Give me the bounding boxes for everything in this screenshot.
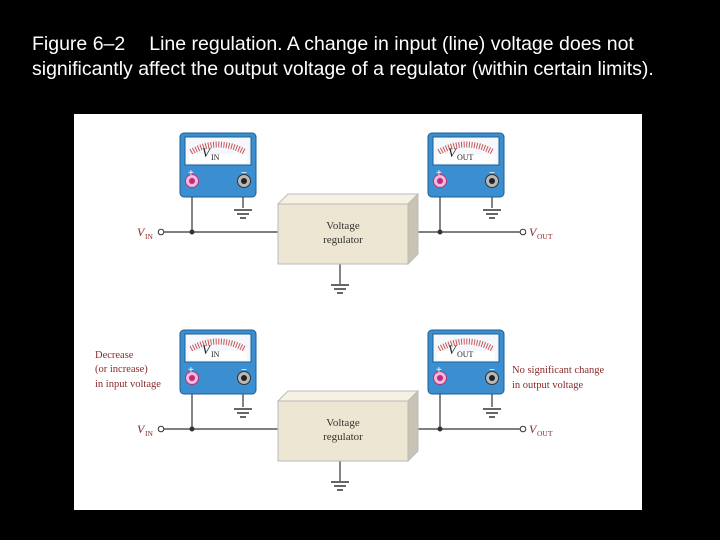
figure-number: Figure 6–2: [32, 33, 126, 55]
regulator-label-line1: Voltage: [326, 220, 360, 232]
bottom-circuit: V IN + − V OUT + − Voltage regulator V I…: [95, 330, 604, 491]
plus-sign: +: [436, 365, 442, 376]
decrease-input-annotation: Decrease (or increase) in input voltage: [95, 350, 161, 390]
annotation-line: in output voltage: [512, 380, 583, 391]
meter-vout-sub: OUT: [457, 350, 474, 359]
output-voltmeter: V OUT + −: [428, 330, 504, 394]
regulator-label-line2: regulator: [323, 431, 363, 443]
meter-vin-label: V: [202, 145, 212, 160]
no-change-output-annotation: No significant change in output voltage: [512, 365, 604, 391]
minus-sign: −: [241, 365, 247, 376]
input-voltmeter: V IN + −: [180, 133, 256, 197]
vin-terminal-label: V: [137, 422, 146, 436]
vin-terminal-label: V: [137, 225, 146, 239]
voltage-regulator-box: Voltage regulator: [277, 390, 419, 462]
annotation-line: (or increase): [95, 364, 148, 375]
meter-vin-sub: IN: [211, 350, 220, 359]
top-circuit: V IN + − V OUT + − Voltage regulator V I…: [137, 133, 553, 294]
input-voltmeter: V IN + −: [180, 330, 256, 394]
ground-icon: [330, 284, 350, 294]
annotation-line: No significant change: [512, 365, 604, 376]
ground-icon: [330, 481, 350, 491]
vin-terminal-sub: IN: [145, 429, 153, 438]
voltage-regulator-box: Voltage regulator: [277, 193, 419, 265]
minus-sign: −: [489, 365, 495, 376]
line-regulation-diagram: V IN + − V OUT + − Voltage regulator V I…: [74, 114, 642, 510]
ground-icon: [482, 408, 502, 418]
ground-icon: [233, 209, 253, 219]
vout-terminal-label: V: [529, 422, 538, 436]
annotation-line: Decrease: [95, 350, 134, 361]
regulator-label-line1: Voltage: [326, 417, 360, 429]
output-voltmeter: V OUT + −: [428, 133, 504, 197]
plus-sign: +: [188, 168, 194, 179]
annotation-line: in input voltage: [95, 379, 161, 390]
ground-icon: [233, 408, 253, 418]
caption-text: Line regulation. A change in input (line…: [32, 33, 654, 80]
meter-vin-label: V: [202, 342, 212, 357]
meter-vout-label: V: [448, 145, 458, 160]
plus-sign: +: [188, 365, 194, 376]
vout-terminal-label: V: [529, 225, 538, 239]
minus-sign: −: [241, 168, 247, 179]
minus-sign: −: [489, 168, 495, 179]
meter-vin-sub: IN: [211, 153, 220, 162]
meter-vout-label: V: [448, 342, 458, 357]
vout-terminal-sub: OUT: [537, 232, 553, 241]
plus-sign: +: [436, 168, 442, 179]
vin-terminal-sub: IN: [145, 232, 153, 241]
meter-vout-sub: OUT: [457, 153, 474, 162]
ground-icon: [482, 209, 502, 219]
vout-terminal-sub: OUT: [537, 429, 553, 438]
regulator-label-line2: regulator: [323, 234, 363, 246]
